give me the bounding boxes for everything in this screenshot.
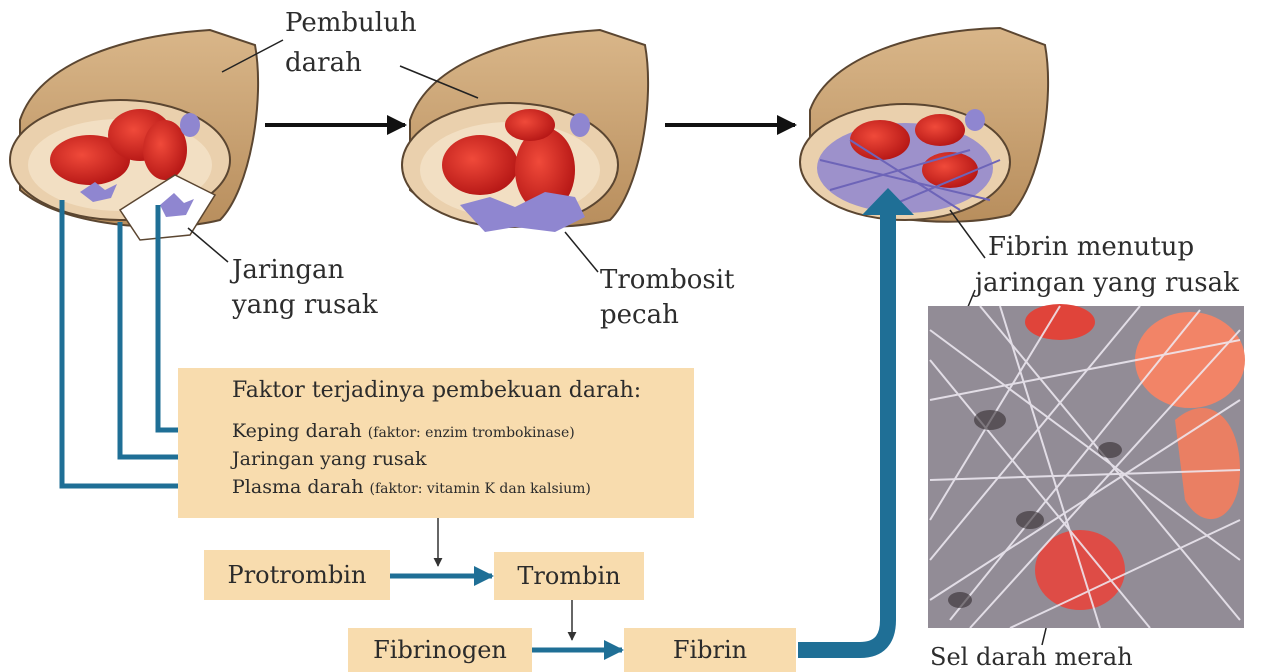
label-pembuluh-line2: darah (285, 48, 362, 78)
factor-note: (faktor: vitamin K dan kalsium) (370, 481, 591, 497)
label-trombosit-line2: pecah (600, 300, 679, 330)
label-fibrin-line1: Fibrin menutup (988, 232, 1194, 262)
factors-title: Faktor terjadinya pembekuan darah: (232, 378, 641, 403)
factor-note: (faktor: enzim trombokinase) (368, 425, 575, 441)
label-trombosit-line1: Trombosit (600, 265, 734, 295)
label-jaringan-line1: Jaringan (232, 255, 344, 285)
label-pembuluh-line1: Pembuluh (285, 8, 417, 38)
factor-label: Plasma darah (232, 476, 363, 498)
vessel-fibrin (800, 28, 1048, 222)
fibrin-micrograph (928, 304, 1245, 628)
vessel-damaged (10, 30, 258, 240)
label-sel-darah: Sel darah merah (930, 642, 1133, 672)
label-jaringan-line2: yang rusak (232, 290, 378, 320)
fibrinogen-box: Fibrinogen (348, 628, 532, 672)
vessel-platelets (402, 30, 648, 232)
fibrin-box: Fibrin (624, 628, 796, 672)
factors-box: Faktor terjadinya pembekuan darah: Kepin… (178, 368, 694, 518)
label-fibrin-line2: jaringan yang rusak (975, 268, 1239, 298)
arrow-fibrin-to-vessel (798, 212, 888, 650)
factor-label: Jaringan yang rusak (232, 448, 427, 470)
factor-item: Keping darah (faktor: enzim trombokinase… (232, 420, 575, 442)
trombin-box: Trombin (494, 552, 644, 600)
factor-item: Plasma darah (faktor: vitamin K dan kals… (232, 476, 591, 498)
protrombin-box: Protrombin (204, 550, 390, 600)
factor-label: Keping darah (232, 420, 362, 442)
factor-item: Jaringan yang rusak (232, 448, 427, 470)
